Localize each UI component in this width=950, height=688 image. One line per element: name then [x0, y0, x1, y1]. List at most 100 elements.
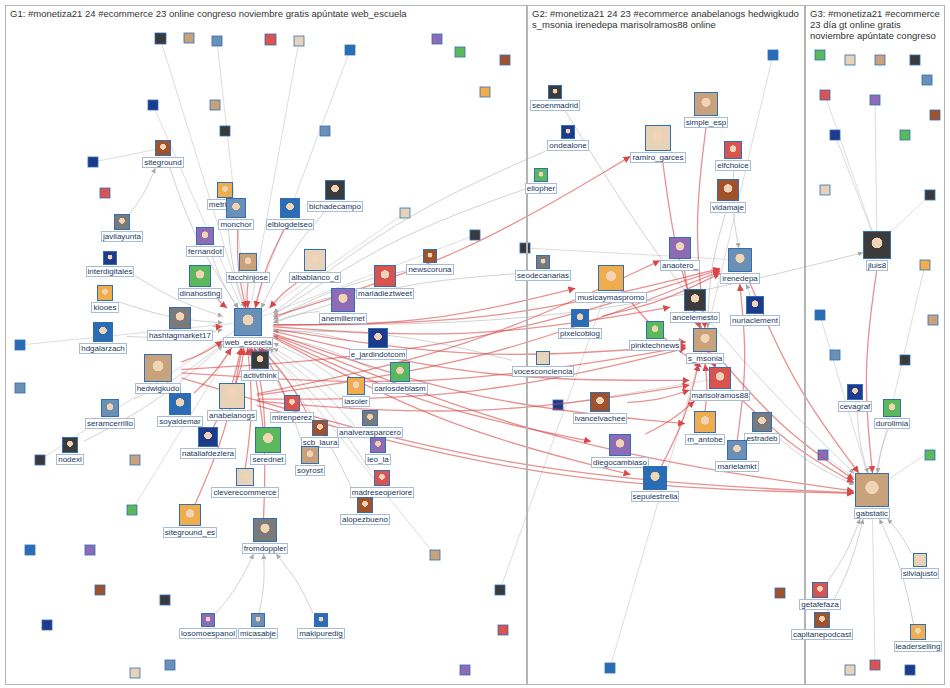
reply-edge — [181, 347, 686, 382]
vertex-icon — [430, 550, 440, 560]
avatar-icon — [251, 351, 269, 369]
user-vertex: estradeb — [744, 412, 779, 444]
mention-edge — [827, 519, 860, 582]
avatar-icon — [101, 399, 119, 417]
vertex-icon — [845, 665, 855, 675]
reply-edge — [181, 341, 222, 362]
minor-edge — [153, 105, 248, 322]
vertex-icon — [928, 315, 938, 325]
avatar-icon — [234, 308, 262, 336]
vertex-icon — [870, 95, 880, 105]
vertex-icon — [905, 665, 915, 675]
avatar-icon — [814, 612, 830, 628]
vertex-label: activthink — [241, 370, 278, 381]
vertex-icon — [930, 110, 940, 120]
user-vertex: anabelanogs — [207, 383, 257, 421]
user-vertex: capitanepodcast — [791, 612, 853, 640]
avatar-icon — [724, 141, 742, 159]
user-vertex: seoenmadrid — [530, 85, 580, 111]
mention-edge — [170, 168, 238, 308]
vertex-label: micasabje — [238, 628, 278, 639]
avatar-icon — [855, 473, 889, 507]
vertex-icon — [900, 355, 910, 365]
user-vertex: analverasparcero — [337, 410, 403, 438]
vertex-label: dinahosting — [178, 288, 223, 299]
vertex-icon — [25, 545, 35, 555]
vertex-label: fernandot — [186, 246, 224, 257]
vertex-label: elfchoice — [715, 160, 751, 171]
reply-edge — [257, 348, 686, 399]
user-vertex: mariadieztweet — [356, 265, 414, 299]
avatar-icon — [571, 309, 589, 327]
vertex-label: facchinjose — [226, 272, 270, 283]
avatar-icon — [847, 384, 863, 400]
user-vertex: getafefaza — [799, 582, 840, 610]
vertex-label: capitanepodcast — [791, 629, 853, 640]
user-vertex: seodecanarias — [515, 255, 571, 281]
user-vertex: makipuredig — [297, 613, 345, 639]
user-vertex: marielamkt — [715, 440, 758, 472]
vertex-icon — [605, 663, 615, 673]
vertex-label: pinktechnews — [629, 340, 681, 351]
avatar-icon — [97, 285, 113, 301]
avatar-icon — [357, 497, 373, 513]
avatar-icon — [93, 322, 113, 342]
group-heading: G1: #monetiza21 24 #ecommerce 23 online … — [6, 6, 526, 21]
avatar-icon — [304, 249, 326, 271]
vertex-icon — [820, 185, 830, 195]
vertex-label: mirenperez — [270, 412, 314, 423]
avatar-icon — [226, 198, 246, 218]
user-vertex: irenedepa — [720, 248, 760, 284]
vertex-icon — [160, 595, 170, 605]
avatar-icon — [144, 354, 172, 382]
avatar-icon — [727, 440, 747, 460]
avatar-icon — [198, 427, 218, 447]
vertex-icon — [920, 260, 930, 270]
vertex-label: soyrost — [295, 465, 325, 476]
vertex-icon — [148, 100, 158, 110]
mention-edge — [216, 554, 253, 613]
avatar-icon — [694, 92, 718, 116]
avatar-icon — [669, 237, 691, 259]
avatar-icon — [219, 383, 245, 409]
reply-edge — [257, 385, 690, 411]
user-vertex: bichadecampo — [307, 180, 363, 212]
user-vertex: madreseoperiore — [350, 470, 414, 498]
vertex-label: web_escuela — [223, 337, 274, 348]
vertex-label: marisolramos88 — [690, 390, 751, 401]
vertex-label: fromdoppler — [242, 543, 289, 554]
vertex-label: seodecanarias — [515, 270, 571, 281]
vertex-icon — [220, 126, 230, 136]
vertex-icon — [210, 100, 220, 110]
avatar-icon — [910, 624, 926, 640]
mention-edge — [565, 111, 854, 473]
vertex-icon — [900, 130, 910, 140]
user-vertex: ancelemesto — [670, 289, 719, 323]
user-vertex: siteground — [142, 140, 183, 168]
vertex-label: m_antobe — [685, 434, 725, 445]
vertex-icon — [320, 126, 330, 136]
user-vertex: soyaldemar — [157, 393, 202, 427]
avatar-icon — [643, 466, 667, 490]
user-vertex: dinahosting — [178, 265, 223, 299]
avatar-icon — [752, 412, 772, 432]
reply-edge — [866, 271, 876, 473]
user-vertex: marisolramos88 — [690, 367, 751, 401]
user-vertex: nuriaclement — [730, 296, 780, 326]
minor-edge — [825, 95, 877, 245]
vertex-label: s_msonia — [686, 353, 724, 364]
reply-edge — [737, 284, 745, 440]
vertex-label: mariadieztweet — [356, 288, 414, 299]
user-vertex: leaderselling — [894, 624, 943, 652]
vertex-icon — [15, 383, 25, 393]
vertex-label: iasoler — [342, 396, 370, 407]
user-vertex: sepulestrella — [631, 466, 680, 502]
vertex-icon — [130, 455, 140, 465]
user-vertex: pinktechnews — [629, 321, 681, 351]
user-vertex: activthink — [241, 351, 278, 381]
vertex-label: siteground_es — [163, 527, 217, 538]
avatar-icon — [728, 248, 752, 272]
vertex-label: gabstatic — [854, 508, 890, 519]
vertex-label: bichadecampo — [307, 201, 363, 212]
vertex-label: estradeb — [744, 433, 779, 444]
